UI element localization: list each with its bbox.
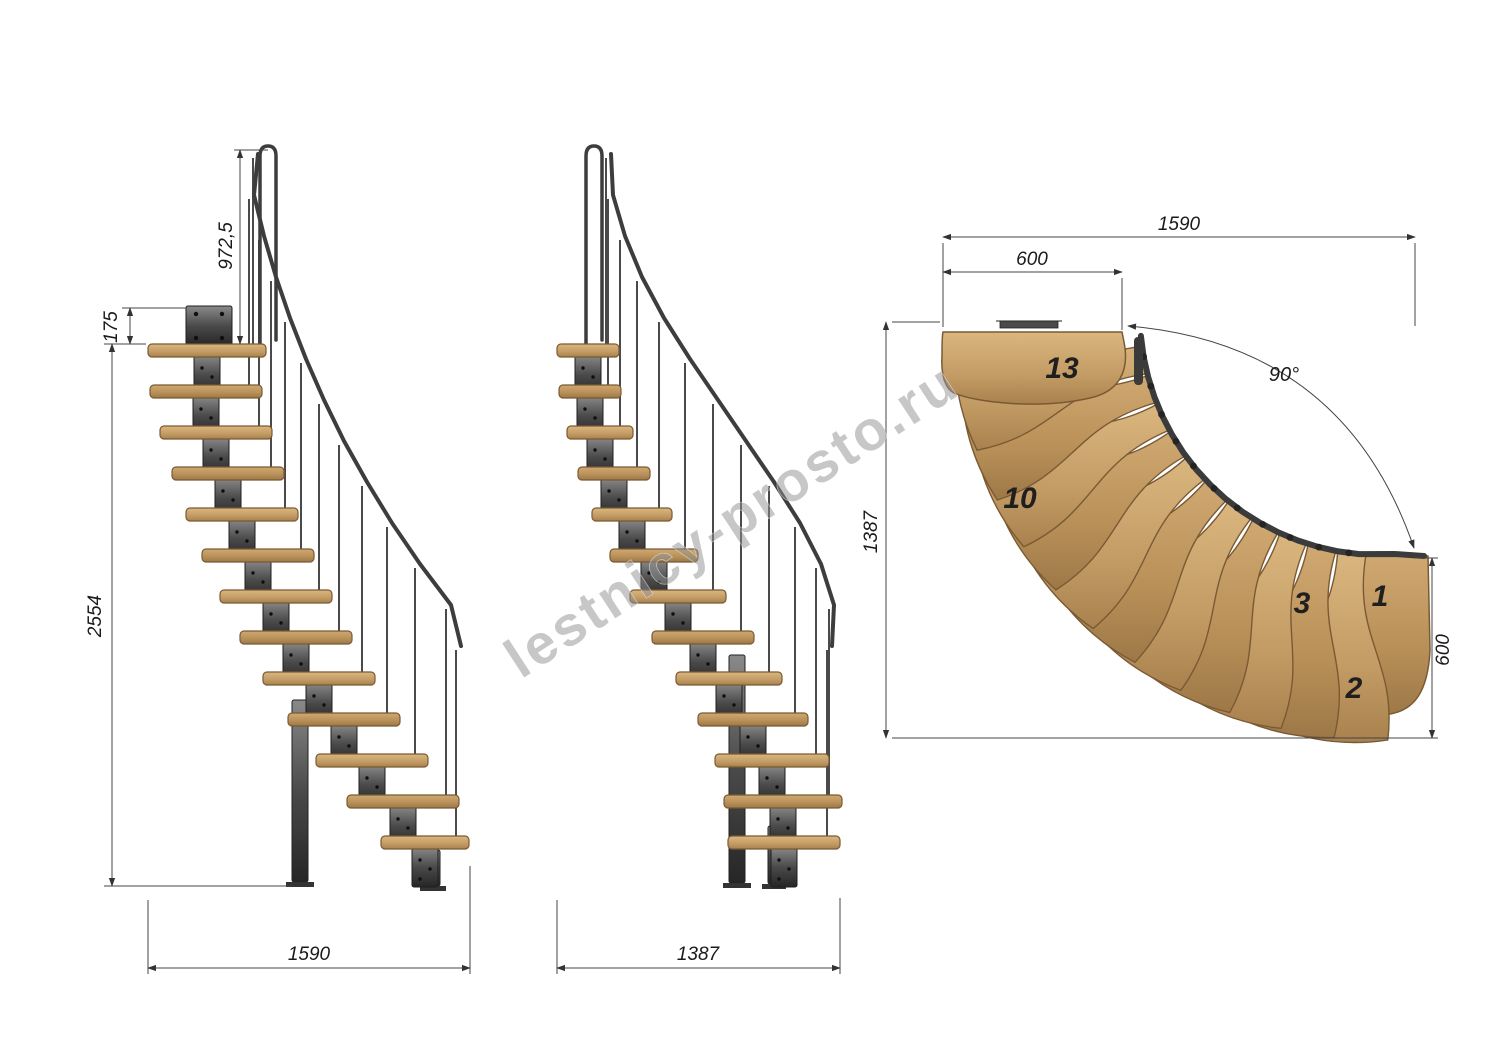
dim-plan-overall-width-label: 1590 xyxy=(1158,214,1201,235)
dim-plan-landing-width xyxy=(942,268,1123,330)
dim-side-rail-height xyxy=(234,149,268,345)
dim-front-total-width xyxy=(556,898,841,974)
plan-step-3-label: 3 xyxy=(1294,587,1311,620)
dim-side-top-offset-label: 175 xyxy=(101,311,122,343)
dim-front-total-width-label: 1387 xyxy=(677,944,721,965)
dim-side-top-offset xyxy=(122,307,186,345)
plan-step-13-label: 13 xyxy=(1045,352,1079,385)
dim-plan-turn-angle-label: 90° xyxy=(1269,364,1299,386)
dim-plan-turn-angle-arc xyxy=(1127,323,1415,549)
front-elevation-view xyxy=(556,144,843,889)
plan-step-2-label: 2 xyxy=(1345,672,1363,705)
dim-side-total-run-label: 1590 xyxy=(288,944,331,965)
dim-plan-overall-depth xyxy=(882,321,1438,739)
dim-side-rail-height-label: 972,5 xyxy=(216,222,237,270)
dim-plan-bottom-step-width-label: 600 xyxy=(1433,634,1454,666)
side-elevation-view xyxy=(147,144,470,891)
dim-side-total-height-label: 2554 xyxy=(85,595,106,638)
dim-plan-bottom-step-width xyxy=(1414,557,1438,739)
plan-step-1-label: 1 xyxy=(1372,580,1389,613)
plan-step-10-label: 10 xyxy=(1003,482,1037,515)
dim-side-total-run xyxy=(147,866,471,974)
dim-plan-overall-depth-label: 1387 xyxy=(861,509,882,553)
dim-plan-landing-width-label: 600 xyxy=(1016,249,1048,270)
dim-side-total-height xyxy=(104,343,292,887)
dim-plan-overall-width xyxy=(942,233,1416,327)
